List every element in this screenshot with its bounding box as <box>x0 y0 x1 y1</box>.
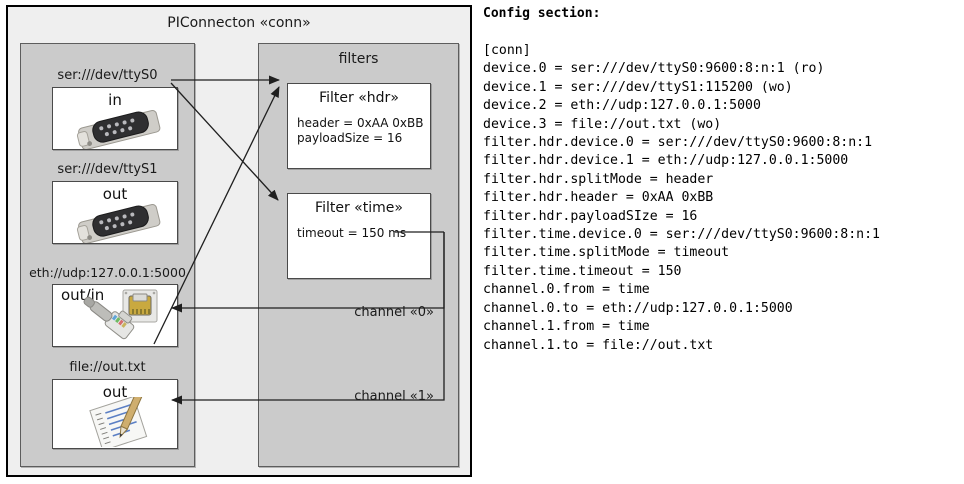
device-label-ttys1: ser:///dev/ttyS1 <box>57 162 158 177</box>
device-box-file[interactable]: out <box>52 379 178 449</box>
connection-diagram: PIConnecton «conn» ser:///dev/ttyS0 in <box>6 5 472 477</box>
config-text: [conn] device.0 = ser:///dev/ttyS0:9600:… <box>483 43 880 353</box>
channel-label-1: channel «1» <box>354 389 434 404</box>
device-box-ttys1[interactable]: out <box>52 181 178 244</box>
device-caption-out-in: out/in <box>61 286 105 304</box>
device-label-file: file://out.txt <box>69 360 146 375</box>
device-caption-out-file: out <box>102 383 128 401</box>
device-label-ttys0: ser:///dev/ttyS0 <box>57 68 158 83</box>
channel-label-0: channel «0» <box>354 305 434 320</box>
device-label-eth: eth://udp:127.0.0.1:5000 <box>29 265 186 280</box>
devices-panel: ser:///dev/ttyS0 in <box>20 43 195 467</box>
diagram-title: PIConnecton «conn» <box>167 15 311 31</box>
device-caption-in: in <box>108 91 122 109</box>
config-heading: Config section: <box>483 6 601 21</box>
filter-box-time[interactable]: Filter «time» timeout = 150 ms <box>287 193 431 279</box>
filter-title-time: Filter «time» <box>315 200 403 216</box>
filter-attrs-time: timeout = 150 ms <box>297 226 407 240</box>
config-section: Config section: [conn] device.0 = ser://… <box>483 6 958 476</box>
filters-panel: filters Filter «hdr» header = 0xAA 0xBB … <box>258 43 459 467</box>
device-box-ttys0[interactable]: in <box>52 87 178 150</box>
filters-panel-title: filters <box>338 51 379 67</box>
filter-attrs-hdr: header = 0xAA 0xBB payloadSize = 16 <box>297 116 424 145</box>
device-caption-out-serial: out <box>102 185 128 203</box>
filter-title-hdr: Filter «hdr» <box>319 90 399 106</box>
device-box-eth[interactable]: out/in <box>52 284 178 347</box>
filter-box-hdr[interactable]: Filter «hdr» header = 0xAA 0xBB payloadS… <box>287 83 431 169</box>
